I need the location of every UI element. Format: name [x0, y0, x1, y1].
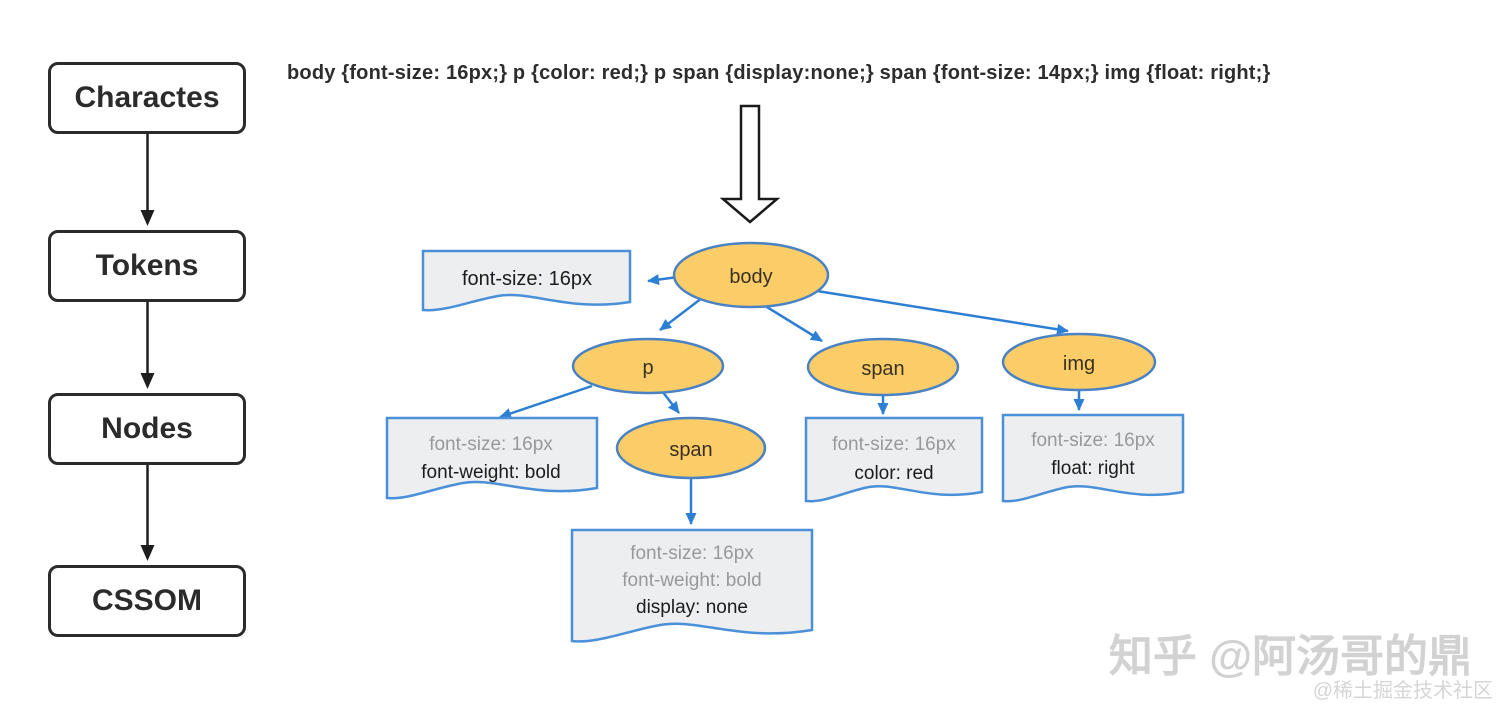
big-down-arrow-icon [719, 104, 781, 224]
node-span [806, 337, 960, 397]
css-rule-text: body {font-size: 16px;} p {color: red;} … [287, 62, 1271, 84]
node-img-label: img [1063, 353, 1095, 375]
node-span-label: span [861, 358, 904, 380]
note-p-span [570, 528, 814, 643]
note-p-span-line: display: none [636, 597, 748, 618]
note-p-line: font-weight: bold [421, 462, 560, 483]
note-span [804, 416, 984, 503]
arrow-body-to-p [659, 297, 703, 331]
note-img-line: float: right [1051, 458, 1135, 479]
node-p [571, 337, 725, 395]
note-span-line: font-size: 16px [832, 434, 956, 455]
pipeline-step-label: Nodes [101, 412, 193, 445]
pipeline-step-label: Tokens [95, 249, 199, 282]
note-img-line: font-size: 16px [1031, 430, 1155, 451]
pipeline-step-label: Charactes [74, 81, 220, 114]
node-child-span [615, 416, 767, 480]
node-body-label: body [729, 266, 772, 288]
pipeline-step-label: CSSOM [91, 584, 202, 617]
arrow-p-to-p-note [499, 384, 593, 419]
note-body-line: font-size: 16px [462, 268, 592, 290]
pipeline-step-nodes: Nodes [48, 393, 246, 465]
note-body [421, 249, 632, 312]
pipeline-step-tokens: Tokens [48, 230, 246, 302]
note-p-span-line: font-size: 16px [630, 543, 754, 564]
note-p [385, 416, 599, 500]
watermark-juejin: @稀土掘金技术社区 [1312, 680, 1493, 702]
node-body [672, 241, 830, 309]
note-span-line: color: red [854, 463, 933, 484]
note-p-line: font-size: 16px [429, 434, 553, 455]
arrow-p-to-child-span [661, 390, 680, 414]
node-p-label: p [642, 357, 653, 379]
note-p-span-line: font-weight: bold [622, 570, 761, 591]
pipeline-step-cssom: CSSOM [48, 565, 246, 637]
arrow-body-to-img [816, 289, 1069, 335]
node-child-span-label: span [669, 439, 712, 461]
note-img [1001, 413, 1185, 503]
pipeline-step-characters: Charactes [48, 62, 246, 134]
node-img [1001, 332, 1157, 392]
arrow-body-to-span [761, 302, 823, 343]
watermark-zhihu: 知乎 @阿汤哥的鼎 [1108, 632, 1472, 681]
